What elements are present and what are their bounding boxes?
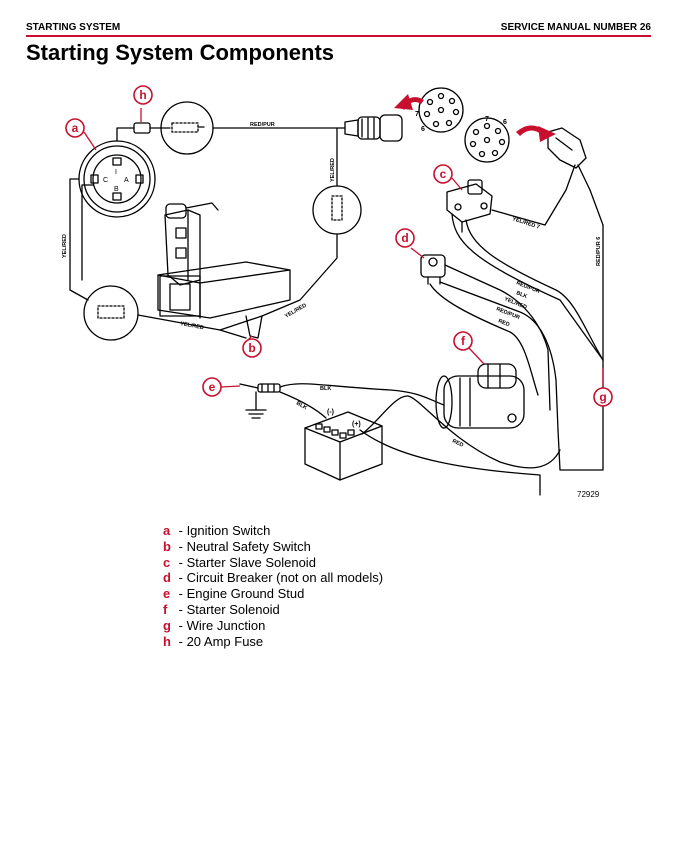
wire-label-red-pur-6: RED/PUR 6 bbox=[596, 237, 602, 266]
callout-h: h bbox=[139, 88, 146, 102]
harness-plug bbox=[344, 114, 403, 142]
switch-letter-c: C bbox=[103, 177, 108, 184]
callouts: a h c d e b f g bbox=[65, 85, 613, 407]
wire-label-yel-red-7: YEL/RED 7 bbox=[511, 216, 540, 230]
wiring-diagram: a h c d e b f g RED/PUR YEL/RED YEL/RED … bbox=[62, 85, 613, 499]
callout-b: b bbox=[248, 341, 255, 355]
engine-harness-connector bbox=[544, 127, 604, 226]
connector-detail-circle bbox=[312, 185, 362, 235]
pin-7-right: 7 bbox=[485, 116, 489, 123]
legend-item-d: d - Circuit Breaker (not on all models) bbox=[163, 570, 384, 586]
pin-7-top: 7 bbox=[415, 111, 419, 118]
pin-6-top: 6 bbox=[421, 126, 425, 133]
wire-label-yel-red-vertical: YEL/RED bbox=[330, 158, 336, 182]
pin-numbers: 7 6 7 6 bbox=[415, 111, 507, 133]
wire-label-yel-red-bottom: YEL/RED bbox=[180, 321, 205, 331]
header-manual-number: SERVICE MANUAL NUMBER 26 bbox=[500, 22, 651, 33]
page-title: Starting System Components bbox=[26, 40, 335, 65]
figure-number: 72929 bbox=[577, 490, 600, 499]
direction-arrows bbox=[394, 94, 556, 142]
socket-pin-face bbox=[464, 117, 510, 163]
header-rule bbox=[26, 35, 651, 37]
battery-positive-label: (+) bbox=[352, 421, 361, 428]
battery bbox=[304, 411, 383, 481]
legend-item-f: f - Starter Solenoid bbox=[163, 601, 280, 617]
switch-letter-i: I bbox=[115, 169, 117, 176]
wire-label-yel-red-left: YEL/RED bbox=[62, 234, 68, 258]
legend-item-b: b - Neutral Safety Switch bbox=[163, 538, 311, 554]
wire-labels: RED/PUR YEL/RED YEL/RED YEL/RED YEL/RED … bbox=[62, 122, 602, 449]
legend-item-h: h - 20 Amp Fuse bbox=[163, 633, 264, 649]
pin-6-right: 6 bbox=[503, 119, 507, 126]
header-section-title: STARTING SYSTEM bbox=[26, 22, 121, 33]
battery-terminal-labels: (-) (+) bbox=[327, 409, 361, 428]
callout-c: c bbox=[440, 167, 447, 181]
ignition-switch bbox=[78, 140, 156, 218]
wire-label-red-pur-top: RED/PUR bbox=[250, 122, 275, 128]
legend-item-c: c - Starter Slave Solenoid bbox=[163, 554, 316, 570]
callout-d: d bbox=[401, 231, 408, 245]
remote-control-box bbox=[157, 202, 291, 319]
engine-ground-stud bbox=[245, 383, 281, 419]
switch-letter-b: B bbox=[114, 186, 119, 193]
callout-e: e bbox=[209, 380, 216, 394]
starter-motor bbox=[435, 363, 525, 429]
wire-label-red-long: RED bbox=[451, 438, 464, 448]
callout-f: f bbox=[461, 334, 466, 348]
plug-pin-face bbox=[418, 87, 464, 133]
switch-letter-a: A bbox=[124, 177, 129, 184]
legend: a - Ignition Switch b - Neutral Safety S… bbox=[163, 523, 383, 649]
wire-label-red-d: RED bbox=[497, 318, 510, 328]
wire-label-blk-top: BLK bbox=[320, 386, 331, 392]
legend-item-e: e - Engine Ground Stud bbox=[163, 586, 305, 602]
legend-item-a: a - Ignition Switch bbox=[163, 523, 271, 538]
wire-label-blk-a: BLK bbox=[515, 290, 528, 300]
switch-letters: I C A B bbox=[103, 169, 129, 193]
callout-g: g bbox=[599, 390, 606, 404]
fuse-holder bbox=[133, 122, 171, 134]
callout-a: a bbox=[72, 121, 79, 135]
slave-solenoid bbox=[446, 179, 493, 233]
legend-item-g: g - Wire Junction bbox=[163, 617, 266, 633]
circuit-breaker bbox=[420, 254, 446, 285]
wire-label-blk-small: BLK bbox=[295, 401, 308, 412]
neutral-switch-detail-circle bbox=[83, 285, 139, 341]
battery-negative-label: (-) bbox=[327, 409, 334, 416]
